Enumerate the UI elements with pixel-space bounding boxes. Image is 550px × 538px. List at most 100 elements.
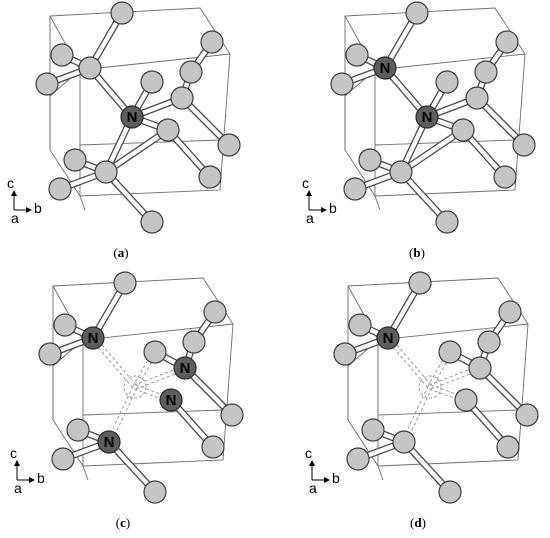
unit-cell-edge: [377, 465, 384, 481]
nitrogen-atom: [376, 326, 400, 350]
a-axis-label: a: [14, 480, 22, 496]
b-axis-arrow: [29, 477, 35, 483]
c-axis-label: c: [305, 445, 312, 461]
panel-a: Nc ab: [7, 1, 241, 234]
nitrogen-atom: [159, 388, 183, 412]
caption-d: (d): [410, 515, 426, 530]
caption-open: (: [410, 515, 414, 530]
carbon-atom: [330, 72, 354, 96]
nitrogen-atom: [173, 356, 197, 380]
carbon-atom: [220, 403, 244, 427]
carbon-atom: [38, 342, 62, 366]
carbon-atom: [182, 330, 206, 354]
carbon-atom: [435, 210, 459, 234]
nitrogen-atom: [81, 326, 105, 350]
c-axis-label: c: [7, 175, 14, 191]
caption-letter: c: [120, 515, 126, 530]
axis-indicator: c ab: [305, 445, 340, 496]
nitrogen-atom: [120, 105, 144, 129]
carbon-atom: [451, 118, 475, 142]
carbon-atom: [203, 300, 227, 324]
unit-cell-edge: [377, 323, 529, 341]
c-axis-arrow: [14, 460, 20, 466]
carbon-atom: [217, 133, 241, 157]
bond-highlight: [104, 128, 170, 174]
caption-close: ): [422, 515, 426, 530]
unit-cell-edge: [82, 465, 89, 481]
carbon-atom: [348, 313, 372, 337]
b-axis-label: b: [37, 470, 45, 486]
a-axis-label: a: [306, 210, 314, 226]
carbon-atom: [143, 340, 167, 364]
carbon-atom: [343, 177, 367, 201]
caption-open: (: [409, 245, 413, 260]
carbon-atom: [200, 30, 224, 54]
caption-letter: d: [414, 515, 422, 530]
carbon-atom: [198, 165, 222, 189]
c-axis-label: c: [10, 445, 17, 461]
unit-cell-edge: [377, 409, 519, 416]
c-axis-arrow: [306, 190, 312, 196]
carbon-atom: [201, 435, 225, 459]
carbon-atom: [408, 271, 432, 295]
carbon-atom: [405, 1, 429, 25]
carbon-atom: [468, 356, 492, 380]
carbon-atom: [113, 271, 137, 295]
nitrogen-label: N: [104, 434, 115, 451]
b-axis-label: b: [332, 470, 340, 486]
carbon-atom: [63, 148, 87, 172]
b-axis-arrow: [321, 207, 327, 213]
nitrogen-label: N: [127, 109, 138, 126]
caption-close: ): [126, 515, 130, 530]
carbon-atom: [179, 60, 203, 84]
carbon-atom: [140, 210, 164, 234]
broken-bond: [430, 384, 467, 399]
carbon-atom: [346, 447, 370, 471]
nitrogen-label: N: [380, 60, 391, 77]
carbon-atom: [495, 30, 519, 54]
carbon-atom: [496, 435, 520, 459]
bond-highlight: [399, 128, 465, 174]
carbon-atom: [110, 1, 134, 25]
carbon-atom: [438, 480, 462, 504]
a-axis-label: a: [309, 480, 317, 496]
carbon-atom: [361, 418, 385, 442]
nitrogen-atom: [415, 105, 439, 129]
a-axis-label: a: [11, 210, 19, 226]
unit-cell-edge: [374, 53, 526, 71]
carbon-atom: [465, 86, 489, 110]
carbon-atom: [515, 403, 539, 427]
b-axis-label: b: [34, 200, 42, 216]
carbon-atom: [512, 133, 536, 157]
caption-letter: a: [118, 245, 125, 260]
carbon-atom: [50, 43, 74, 67]
carbon-atom: [389, 160, 413, 184]
carbon-atom: [140, 70, 164, 94]
carbon-atom: [66, 418, 90, 442]
caption-open: (: [113, 245, 117, 260]
carbon-atom: [48, 177, 72, 201]
axis-indicator: c ab: [10, 445, 45, 496]
caption-a: (a): [113, 245, 128, 260]
c-axis-arrow: [11, 190, 17, 196]
caption-letter: b: [413, 245, 420, 260]
nitrogen-label: N: [422, 109, 433, 126]
axis-indicator: cab: [302, 175, 337, 226]
carbon-atom: [438, 340, 462, 364]
carbon-atom: [435, 70, 459, 94]
carbon-atom: [345, 43, 369, 67]
nitrogen-label: N: [88, 330, 99, 347]
axis-indicator: c ab: [7, 175, 42, 226]
carbon-atom: [78, 56, 102, 80]
caption-open: (: [116, 515, 120, 530]
unit-cell-edge: [79, 53, 231, 71]
b-axis-label: b: [329, 200, 337, 216]
caption-b: (b): [409, 245, 425, 260]
broken-bond: [134, 388, 171, 403]
carbon-atom: [94, 160, 118, 184]
b-axis-arrow: [26, 207, 32, 213]
